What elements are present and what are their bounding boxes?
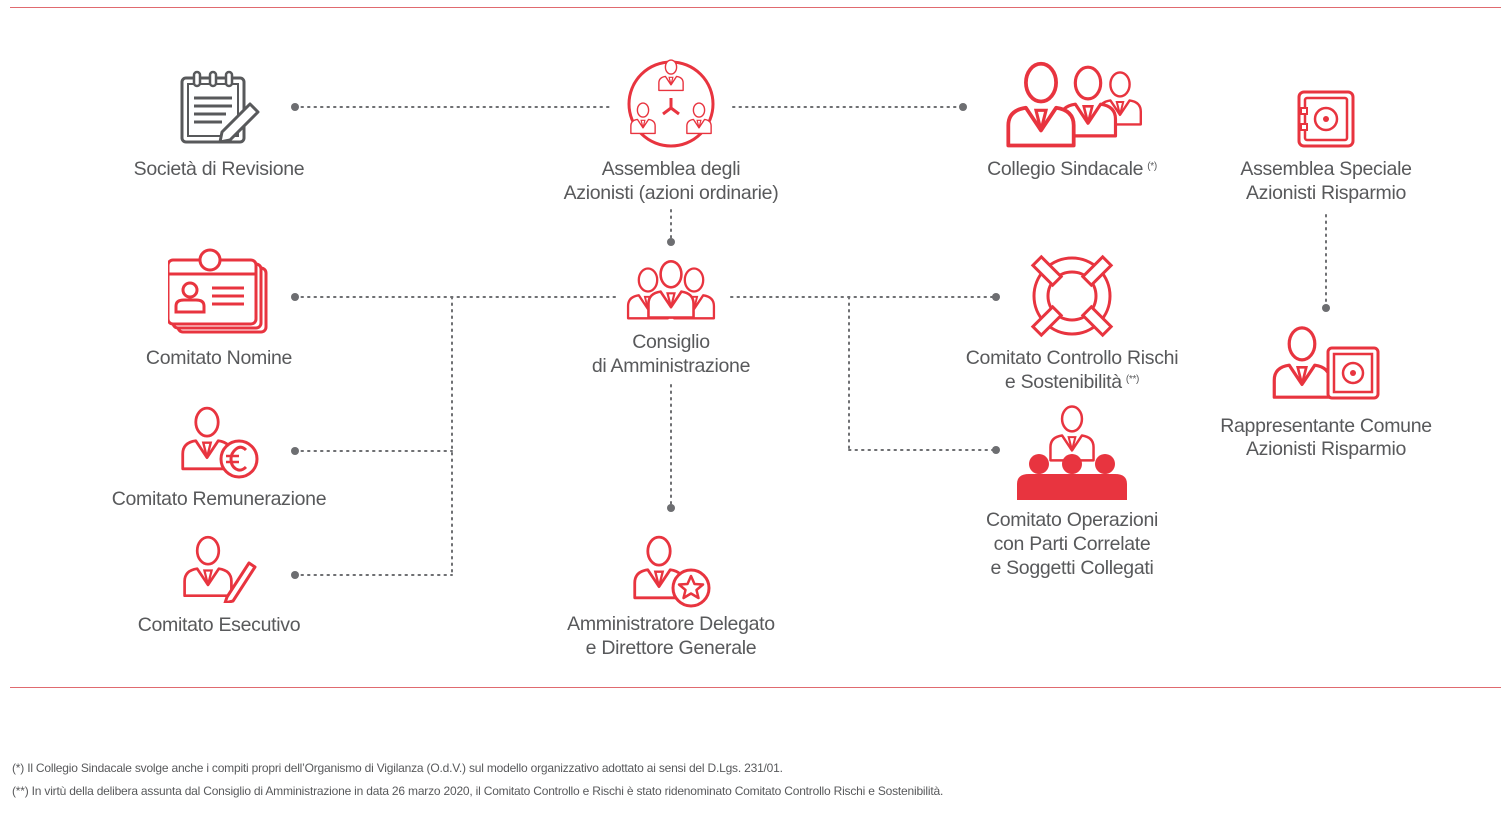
person-star-icon [633,535,711,608]
person-pen-icon [183,535,257,603]
node-label: Comitato Remunerazione [111,488,327,510]
lifebuoy-icon [1030,254,1114,338]
node-label-line1: Comitato Operazioni [985,509,1159,531]
label-text: Collegio Sindacale [987,158,1144,180]
node-label-line2: con Parti Correlate [993,533,1151,555]
label-text: e Sostenibilità [1004,371,1122,393]
node-label-line1: Assemblea degli [601,158,741,180]
group-network-icon [627,59,715,148]
three-people-icon [999,60,1143,148]
node-label-line1: Amministratore Delegato [567,613,775,635]
node-label-line3: e Soggetti Collegati [990,557,1154,579]
safe-icon [1297,90,1355,148]
node-label: Collegio Sindacale(*) [922,157,1222,181]
node-label-line2: Azionisti Risparmio [1245,182,1407,204]
notepad-icon [180,70,260,144]
id-card-icon [168,248,268,334]
top-divider [10,7,1501,8]
node-label: Società di Revisione [133,158,305,180]
footnote-1: (*) Il Collegio Sindacale svolge anche i… [12,761,783,775]
footnote-2: (**) In virtù della delibera assunta dal… [12,784,944,798]
node-label-line2: di Amministrazione [591,355,751,377]
board-people-icon [626,259,716,320]
node-label-line1: Rappresentante Comune [1220,415,1432,437]
audience-icon [1017,405,1127,500]
person-safe-icon [1272,326,1380,400]
footnote-marker: (**) [1125,374,1140,385]
node-label-line2: Azionisti Risparmio [1245,438,1407,460]
node-label: Comitato Esecutivo [137,614,301,636]
node-label-line2: Azionisti (azioni ordinarie) [563,182,779,204]
footnote-marker: (*) [1147,161,1157,172]
node-label-line1: Assemblea Speciale [1240,158,1412,180]
node-label-line2: e Sostenibilità(**) [922,370,1222,394]
person-euro-icon [181,406,259,479]
bottom-divider [10,687,1501,688]
node-label-line2: e Direttore Generale [585,637,757,659]
node-label: Comitato Nomine [145,347,293,369]
node-label-line1: Comitato Controllo Rischi [965,347,1179,369]
node-label-line1: Consiglio [632,331,710,353]
